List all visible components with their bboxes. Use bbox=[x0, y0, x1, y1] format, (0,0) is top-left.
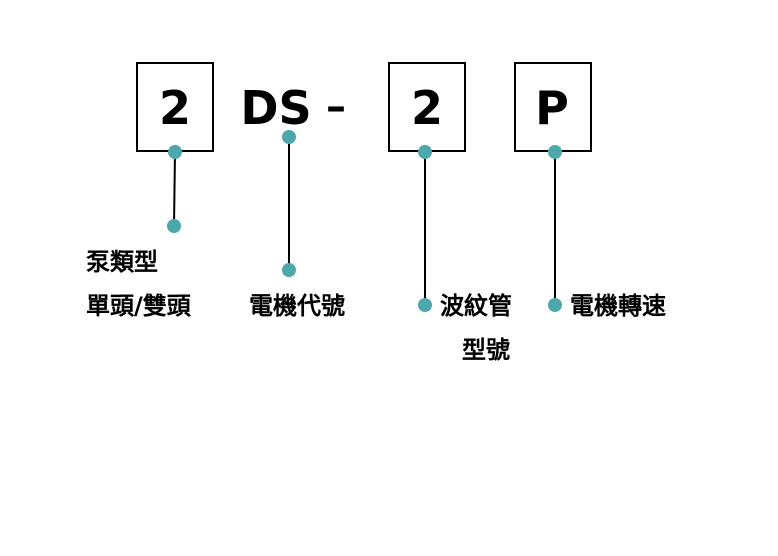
code-part-motor-code: DS bbox=[240, 81, 311, 135]
code-box-pump-type bbox=[136, 62, 214, 152]
label-motor-speed: 電機轉速 bbox=[570, 292, 666, 320]
code-separator: – bbox=[326, 84, 346, 130]
label-bellows-model: 型號 bbox=[462, 336, 510, 364]
leader-line-pump-type bbox=[173, 151, 176, 227]
connector-dot-pump-type-top bbox=[168, 145, 182, 159]
label-bellows: 波紋管 bbox=[440, 292, 512, 320]
code-part-motor-speed: P bbox=[535, 81, 569, 135]
label-single-double-head: 單頭/雙頭 bbox=[86, 292, 192, 320]
label-pump-type: 泵類型 bbox=[86, 248, 158, 276]
connector-dot-motor-speed-top bbox=[548, 145, 562, 159]
connector-dot-motor-speed-bottom bbox=[548, 298, 562, 312]
connector-dot-bellows-top bbox=[418, 145, 432, 159]
label-motor-code: 電機代號 bbox=[249, 292, 345, 320]
connector-dot-motor-code-top bbox=[282, 130, 296, 144]
connector-dot-pump-type-bottom bbox=[167, 219, 181, 233]
connector-dot-motor-code-bottom bbox=[282, 263, 296, 277]
code-box-bellows bbox=[388, 62, 466, 152]
code-part-bellows: 2 bbox=[411, 81, 443, 135]
connector-dot-bellows-bottom bbox=[418, 298, 432, 312]
code-part-pump-type: 2 bbox=[159, 81, 191, 135]
